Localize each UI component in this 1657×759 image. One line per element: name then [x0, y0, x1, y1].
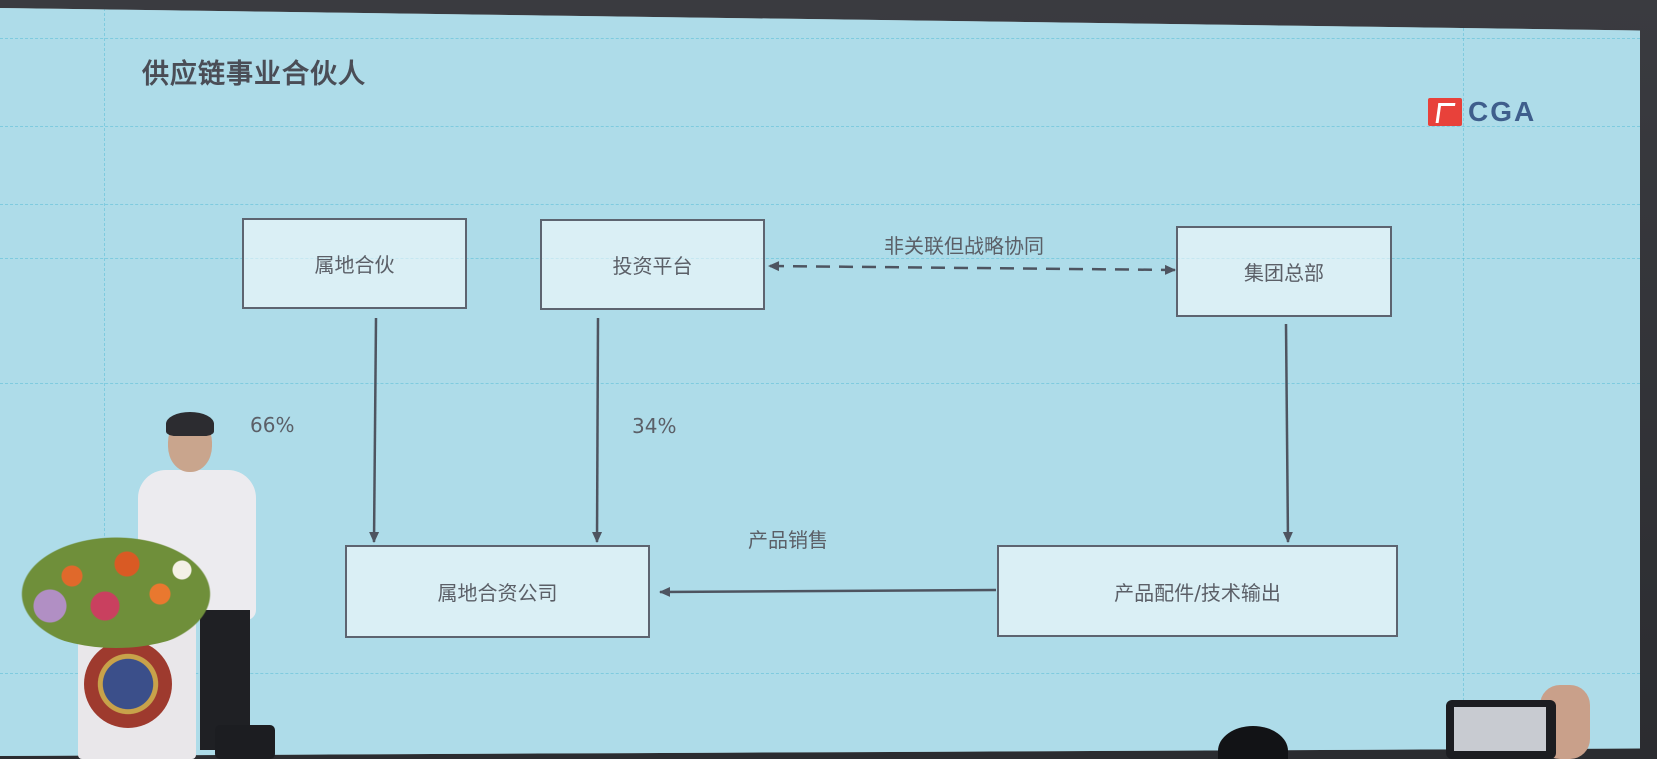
node-local-partner: 属地合伙 [242, 218, 467, 309]
cga-logo-text: CGA [1468, 96, 1537, 127]
label-share-34: 34% [632, 414, 677, 438]
grid-line [1463, 8, 1464, 756]
node-investment-platform: 投资平台 [540, 219, 765, 310]
node-group-hq-label: 集团总部 [1244, 261, 1324, 285]
podium-seal-icon [84, 640, 172, 728]
node-investment-platform-label: 投资平台 [612, 254, 693, 278]
flower-arrangement [6, 528, 226, 648]
node-local-partner-label: 属地合伙 [314, 253, 395, 277]
arrow-hq-to-parts [1282, 323, 1293, 543]
node-product-parts-label: 产品配件/技术输出 [1114, 580, 1281, 605]
audience-head [1218, 726, 1288, 759]
grid-line [0, 126, 1640, 127]
grid-line [0, 38, 1640, 39]
arrow-parts-to-jv [659, 586, 997, 597]
cga-logo: CGA [1428, 96, 1536, 128]
audience-phone-right [1446, 700, 1556, 759]
grid-line [0, 204, 1640, 205]
grid-line [0, 673, 1640, 674]
cga-logo-mark-icon [1428, 98, 1462, 126]
slide-title: 供应链事业合伙人 [142, 59, 366, 90]
grid-line [0, 258, 1640, 259]
node-local-jv-label: 属地合资公司 [437, 581, 558, 605]
label-share-66: 66% [250, 413, 295, 437]
audience-phone-left [215, 725, 275, 759]
speaker-hair [166, 412, 214, 436]
node-local-jv: 属地合资公司 [345, 545, 650, 638]
label-strategic-link: 非关联但战略协同 [884, 234, 1044, 258]
grid-line [0, 383, 1640, 384]
node-product-parts: 产品配件/技术输出 [997, 545, 1398, 637]
node-group-hq: 集团总部 [1176, 226, 1392, 317]
projection-screen: 供应链事业合伙人 CGA [0, 8, 1640, 756]
grid-line [104, 8, 105, 756]
arrow-platform-to-jv [592, 317, 603, 543]
arrow-partner-to-jv [369, 317, 380, 543]
arrow-strategic-dashed [768, 261, 1176, 275]
label-product-sales: 产品销售 [748, 528, 828, 552]
